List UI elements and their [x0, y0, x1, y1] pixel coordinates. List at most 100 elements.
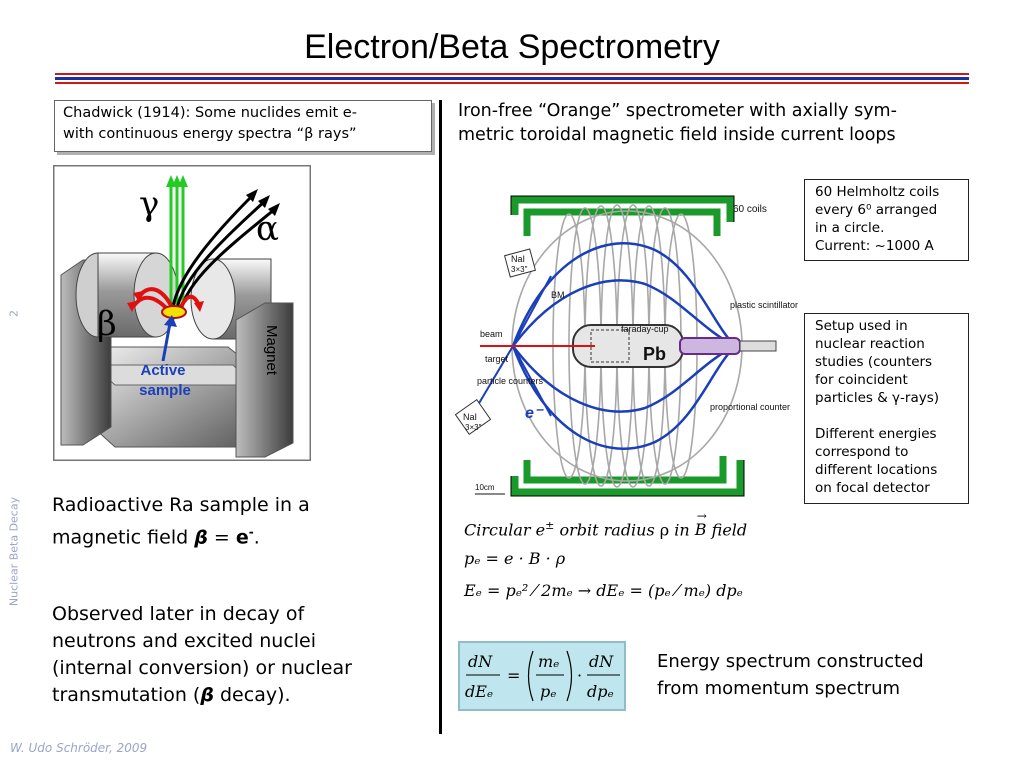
observed-line-4-suffix: decay).: [213, 684, 291, 706]
active-label: Active: [140, 362, 185, 379]
sample-pointer-arrow: [161, 322, 172, 362]
vector-arrow-icon: →: [696, 509, 707, 524]
energy-spectrum-text: Energy spectrum constructed from momentu…: [657, 648, 977, 702]
scatter-lines: [474, 275, 552, 417]
coil-tube-outlines: [510, 195, 745, 497]
ra-line-2: magnetic field β = e-.: [52, 519, 422, 551]
sample-label: sample: [139, 382, 191, 399]
energy-line-2: from momentum spectrum: [657, 678, 901, 699]
eq-e: e: [535, 520, 546, 540]
eq-box-dN2: dN: [589, 652, 614, 671]
footer-side-title: Nuclear Beta Decay: [7, 496, 21, 607]
title-rule-red-top: [55, 73, 969, 75]
label-bm: BM: [551, 290, 565, 300]
eq-radius: radius: [603, 520, 655, 540]
eq-rho: ρ: [659, 520, 670, 540]
slide-title: Electron/Beta Spectrometry: [304, 28, 720, 66]
page-number: 2: [7, 310, 21, 317]
coils-note-line: every 6⁰ arranged: [815, 202, 938, 218]
observed-line-3: (internal conversion) or nuclear: [52, 657, 352, 679]
ra-beta-symbol: β: [194, 526, 208, 549]
label-electron: e⁻: [525, 405, 544, 422]
setup-note-line: nuclear reaction: [815, 336, 925, 352]
spectrometer-diagram: 60 coils NaI 3×3" BM faraday-cup Pb plas…: [455, 180, 800, 505]
eq-box-dEe: dEₑ: [465, 682, 493, 701]
eq-box-dN: dN: [468, 652, 493, 671]
coils-note-line: 60 Helmholtz coils: [815, 184, 940, 200]
observed-beta-symbol: β: [200, 684, 214, 706]
label-proportional-counter: proportional counter: [710, 402, 790, 412]
label-pb: Pb: [643, 344, 666, 364]
setup-note-line: Different energies: [815, 426, 937, 442]
diagram-labels: 60 coils NaI 3×3" BM faraday-cup Pb plas…: [463, 204, 798, 492]
title-rule-blue: [55, 77, 969, 80]
active-sample-disc: [161, 305, 187, 319]
eq-orbit: orbit: [559, 520, 599, 540]
orange-spectrometer-text: Iron-free “Orange” spectrometer with axi…: [458, 99, 978, 147]
coils-note: 60 Helmholtz coils every 6⁰ arranged in …: [804, 179, 969, 261]
equation-energy: Eₑ = pₑ² ⁄ 2mₑ → dEₑ = (pₑ ⁄ mₑ) dpₑ: [464, 581, 743, 600]
eq-box-paren-left: [527, 650, 534, 702]
eq-circular: Circular: [464, 520, 531, 540]
equation-circular-orbit: Circular e± orbit radius ρ in →B field: [464, 509, 748, 540]
label-target: target: [485, 354, 509, 364]
eq-field: field: [711, 520, 748, 540]
label-nai-top-size: 3×3": [511, 265, 528, 274]
nai-bottom-detector: [455, 399, 492, 435]
coil-tubes: [511, 196, 744, 496]
setup-note-line: studies (counters: [815, 354, 933, 370]
eq-in: in: [674, 520, 690, 540]
observed-line-4-prefix: transmutation (: [52, 684, 201, 706]
label-nai-top: NaI: [511, 254, 525, 264]
setup-note-line: for coincident: [815, 372, 908, 388]
spectrum-equation-svg: dN dEₑ = mₑ pₑ · dN dpₑ: [465, 650, 620, 702]
ra-equals: =: [207, 526, 236, 549]
setup-note-line: particles & γ-rays): [815, 390, 940, 406]
sample-pointer-arrowhead: [164, 315, 177, 327]
equation-momentum: pₑ = e · B · ρ: [464, 549, 566, 568]
setup-note-line: Setup used in: [815, 318, 908, 334]
alpha-arrowheads: [246, 189, 280, 216]
label-plastic-scintillator: plastic scintillator: [730, 300, 798, 310]
spectrum-equation-box: dN dEₑ = mₑ pₑ · dN dpₑ: [458, 641, 626, 711]
ra-line-2-prefix: magnetic field: [52, 526, 189, 549]
magnet-label: Magnet: [263, 325, 280, 376]
alpha-label: α: [256, 209, 279, 249]
eq-box-paren-right: [566, 650, 573, 702]
label-scale: 10cm: [475, 483, 495, 492]
setup-note-line: on focal detector: [815, 480, 930, 496]
beta-arrowheads: [127, 291, 204, 312]
chadwick-callout: Chadwick (1914): Some nuclides emit e- w…: [54, 100, 432, 152]
gamma-label: γ: [139, 184, 159, 224]
plastic-scintillator: [679, 337, 741, 355]
observed-text: Observed later in decay of neutrons and …: [52, 601, 432, 709]
ra-period: .: [253, 526, 260, 549]
energy-line-1: Energy spectrum constructed: [657, 651, 924, 672]
nai-top-detector: [503, 248, 537, 278]
label-particle-counters: particle counters: [477, 376, 544, 386]
eq-box-me: mₑ: [538, 652, 559, 671]
magnet-figure: γ α β Active sample Magnet: [53, 165, 311, 461]
gamma-rays: [169, 183, 185, 305]
setup-note-line: different locations: [815, 462, 938, 478]
eq-box-dpe: dpₑ: [587, 682, 614, 701]
footer-author: W. Udo Schröder, 2009: [10, 741, 148, 755]
beta-label: β: [97, 304, 117, 344]
observed-line-2: neutrons and excited nuclei: [52, 630, 317, 652]
setup-note-line: correspond to: [815, 444, 909, 460]
chadwick-line-1: Chadwick (1914): Some nuclides emit e-: [63, 105, 357, 121]
ra-line-1: Radioactive Ra sample in a: [52, 494, 310, 516]
label-beam: beam: [480, 329, 503, 339]
eq-box-equals: =: [507, 666, 520, 685]
eq-box-pe: pₑ: [540, 682, 556, 701]
coils-note-line: Current: ~1000 A: [815, 238, 934, 254]
setup-note: Setup used in nuclear reaction studies (…: [804, 313, 969, 504]
ra-electron-symbol: e: [235, 526, 249, 549]
eq-b-vector: →B: [695, 509, 707, 539]
eq-box-dot: ·: [577, 666, 582, 685]
ra-sample-text: Radioactive Ra sample in a magnetic fiel…: [52, 492, 422, 551]
observed-line-4: transmutation (β decay).: [52, 682, 432, 709]
orange-line-2: metric toroidal magnetic field inside cu…: [458, 125, 896, 145]
label-nai-bottom-size: 3×3": [465, 423, 482, 432]
coils-note-line: in a circle.: [815, 220, 885, 236]
